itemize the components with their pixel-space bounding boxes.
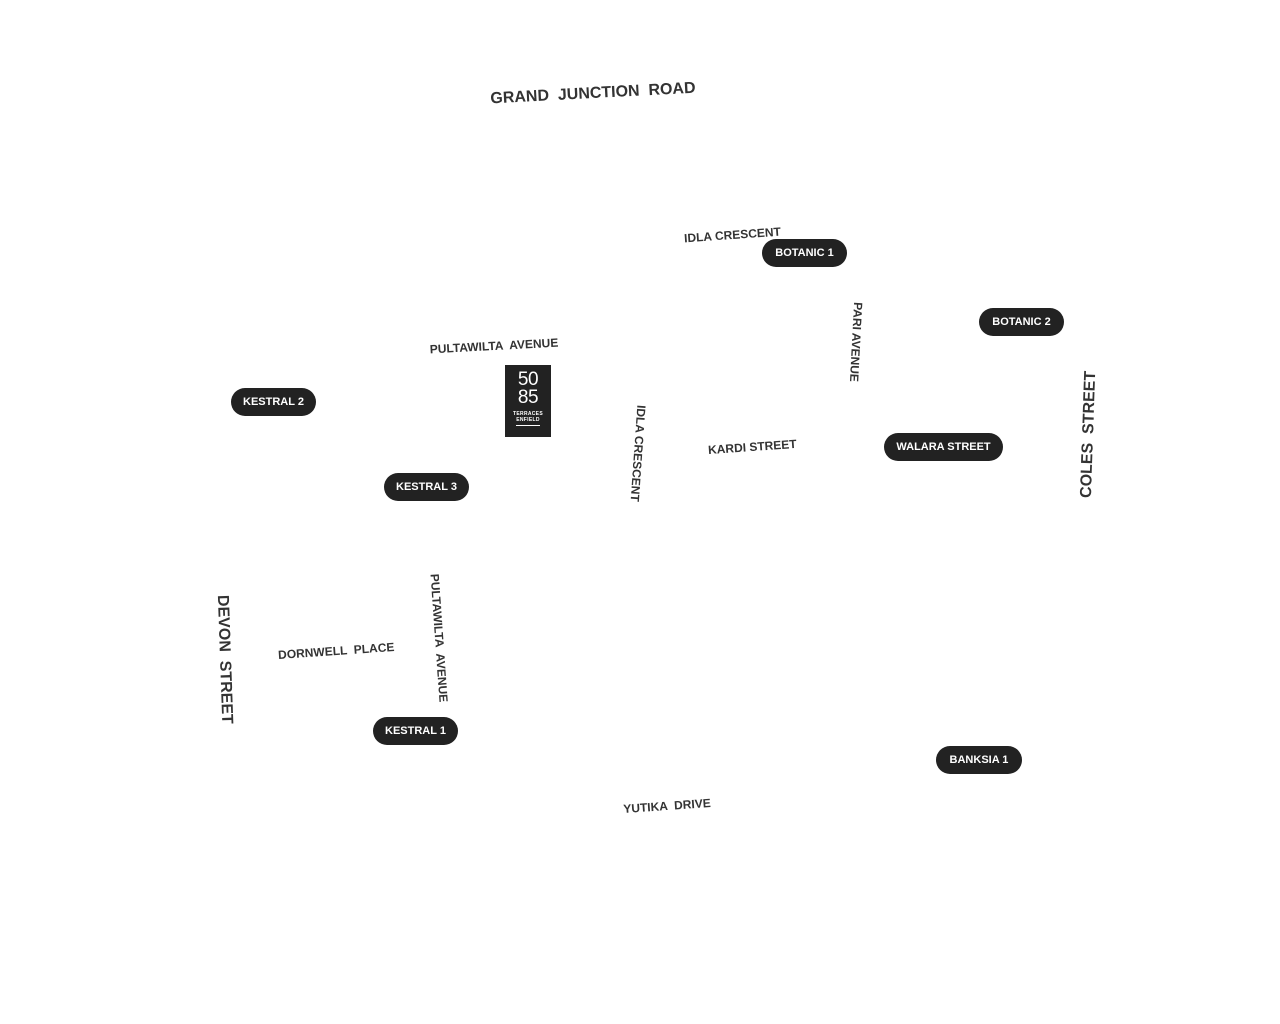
stage-kestral-3-button[interactable]: KESTRAL 3	[384, 473, 469, 501]
street-idla-crescent-middle: IDLA CRESCENT	[627, 404, 649, 503]
5085-terraces-logo: 50 85 TERRACES ENFIELD	[505, 365, 551, 437]
street-grand-junction-road: GRAND JUNCTION ROAD	[489, 79, 696, 108]
stage-kestral-1-button[interactable]: KESTRAL 1	[373, 717, 458, 745]
street-devon-street: DEVON STREET	[213, 594, 236, 725]
stage-kestral-2-button[interactable]: KESTRAL 2	[231, 388, 316, 416]
logo-line2: ENFIELD	[516, 417, 540, 423]
stage-banksia-1-button[interactable]: BANKSIA 1	[936, 746, 1022, 774]
logo-underline	[516, 425, 540, 426]
stage-botanic-1-button[interactable]: BOTANIC 1	[762, 239, 847, 267]
logo-number-bottom: 85	[517, 387, 539, 408]
street-pari-avenue: PARI AVENUE	[846, 301, 866, 383]
street-pultawilta-avenue-bottom: PULTAWILTA AVENUE	[427, 573, 451, 703]
street-yutika-drive: YUTIKA DRIVE	[622, 795, 712, 817]
stage-botanic-2-button[interactable]: BOTANIC 2	[979, 308, 1064, 336]
street-kardi-street: KARDI STREET	[707, 436, 798, 458]
street-dornwell-place: DORNWELL PLACE	[277, 639, 395, 663]
street-pultawilta-avenue-top: PULTAWILTA AVENUE	[429, 335, 559, 357]
logo-line1: TERRACES	[513, 411, 543, 417]
logo-number-top: 50	[517, 369, 539, 390]
stage-walara-street-button[interactable]: WALARA STREET	[884, 433, 1003, 461]
street-coles-street: COLES STREET	[1077, 370, 1100, 499]
